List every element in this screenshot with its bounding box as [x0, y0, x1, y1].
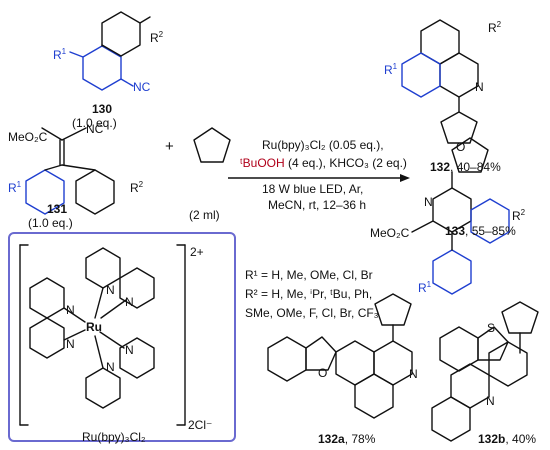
- c131-r1-label: R1: [8, 180, 22, 195]
- compound-130-structure: [69, 11, 151, 91]
- conditions-line-3: 18 W blue LED, Ar,: [262, 182, 364, 196]
- c132b-n-atom: N: [486, 394, 495, 408]
- r2-definition-2: SMe, OMe, F, Cl, Br, CF₃: [245, 306, 379, 320]
- c133-ester-label: MeO₂C: [370, 226, 410, 240]
- catalyst-counterion: 2Cl⁻: [188, 418, 213, 432]
- product-132b-structure: [431, 301, 539, 442]
- c132-label: 132, 40–84%: [430, 160, 501, 174]
- catalyst-name: Ru(bpy)₃Cl₂: [82, 430, 146, 444]
- c133-n-atom: N: [424, 195, 433, 209]
- c131-equiv: (1.0 eq.): [28, 216, 73, 230]
- conditions-line-4: MeCN, rt, 12–36 h: [268, 198, 367, 212]
- c133-label: 133, 55–85%: [445, 224, 516, 238]
- c132b-label: 132b, 40%: [478, 432, 537, 446]
- thf-amount: (2 ml): [189, 208, 220, 222]
- c130-equiv: (1.0 eq.): [72, 116, 117, 130]
- bpy-n-atom: N: [125, 295, 134, 309]
- catalyst-metal: Ru: [86, 320, 102, 334]
- bpy-n-atom: N: [125, 343, 134, 357]
- c130-r2-label: R2: [150, 30, 164, 45]
- catalyst-charge: 2+: [190, 245, 204, 259]
- bpy-n-atom: N: [106, 283, 115, 297]
- plus-sign: +: [165, 138, 174, 155]
- bpy-n-atom: N: [66, 303, 75, 317]
- c130-nc-label: NC: [133, 80, 151, 94]
- c132-n-atom: N: [475, 80, 484, 94]
- product-133-structure: [411, 137, 510, 295]
- c132-r1-label: R1: [384, 62, 398, 77]
- compound-131-structure: [25, 127, 115, 215]
- bpy-n-atom: N: [106, 360, 115, 374]
- c133-r1-label: R1: [418, 280, 432, 295]
- c132a-label: 132a, 78%: [318, 432, 376, 446]
- ru-bpy3-structure: [19, 244, 186, 426]
- c131-number: 131: [47, 202, 68, 216]
- c130-number: 130: [92, 102, 113, 116]
- reaction-arrow: [228, 174, 410, 182]
- c132b-s-atom: S: [487, 321, 496, 335]
- oxidant-label: ᵗBuOOH: [240, 156, 285, 170]
- c131-nc-label: NC: [86, 122, 104, 136]
- conditions-line-2-rest: (4 eq.), KHCO₃ (2 eq.): [284, 156, 407, 170]
- thf-ring: [193, 127, 231, 163]
- c131-r2-label: R2: [130, 180, 144, 195]
- c132-r2-label: R2: [488, 20, 502, 35]
- conditions-line-2: ᵗBuOOH (4 eq.), KHCO₃ (2 eq.): [240, 156, 407, 170]
- r1-definition: R¹ = H, Me, OMe, Cl, Br: [245, 268, 373, 282]
- c132-o-atom: O: [456, 140, 466, 154]
- c133-r2-label: R2: [512, 208, 526, 223]
- bpy-n-atom: N: [66, 337, 75, 351]
- conditions-line-1: Ru(bpy)₃Cl₂ (0.05 eq.),: [262, 138, 384, 152]
- c132a-n-atom: N: [409, 367, 418, 381]
- c131-ester-label: MeO₂C: [8, 130, 48, 144]
- product-132a-structure: [267, 293, 413, 419]
- c132a-o-atom: O: [318, 366, 328, 380]
- catalyst-box: [8, 232, 236, 442]
- product-132-structure: [401, 19, 479, 144]
- r2-definition-1: R² = H, Me, ⁱPr, ᵗBu, Ph,: [245, 287, 373, 301]
- c130-r1-label: R1: [53, 47, 67, 62]
